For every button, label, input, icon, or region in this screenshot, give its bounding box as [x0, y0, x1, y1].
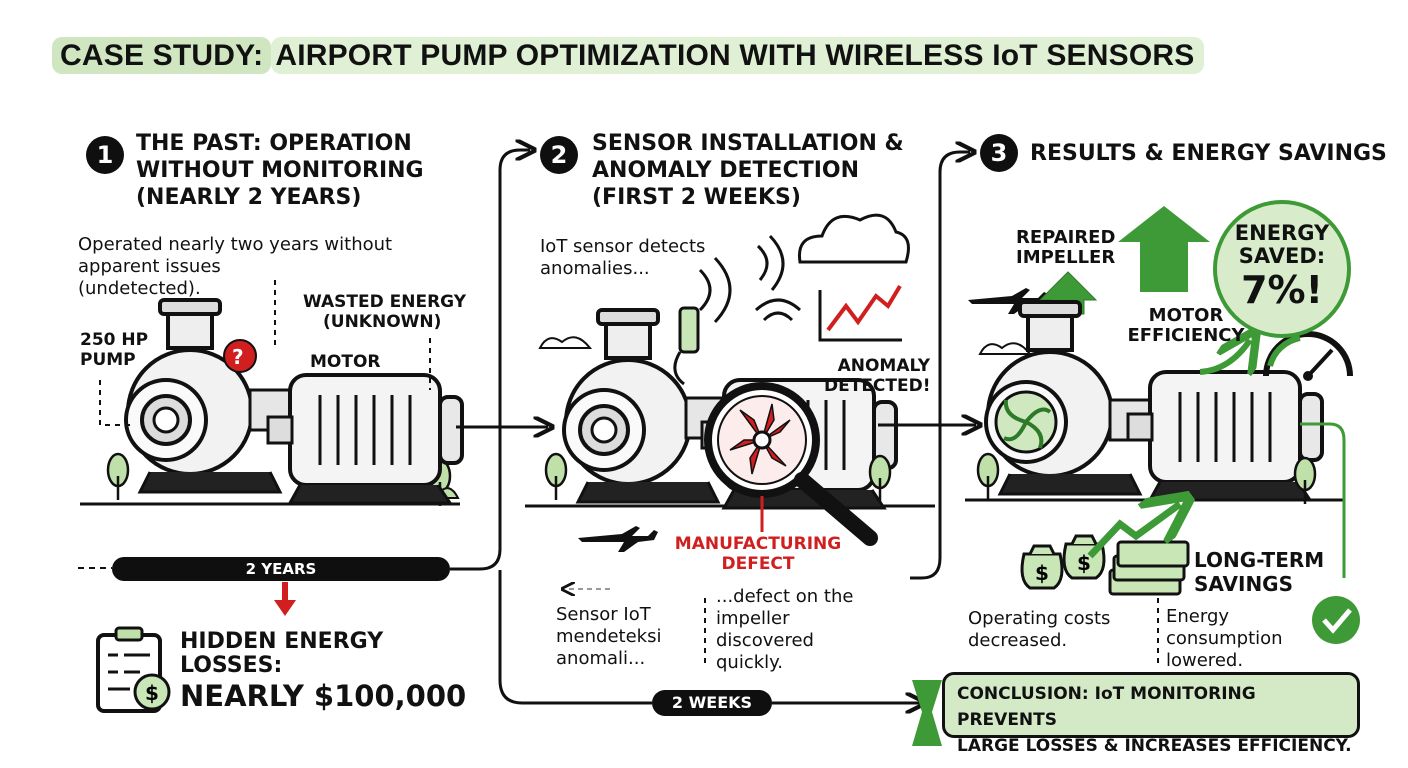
conclusion-box: CONCLUSION: IoT MONITORING PREVENTS LARG…	[942, 672, 1360, 756]
step-3-number: 3	[980, 134, 1018, 172]
repaired-impeller-label: REPAIRED IMPELLER	[1016, 227, 1116, 268]
anomaly-detected-label: ANOMALY DETECTED!	[824, 356, 931, 396]
step-2-description: IoT sensor detects anomalies...	[540, 236, 706, 279]
hidden-losses: HIDDEN ENERGY LOSSES: NEARLY $100,000	[180, 629, 467, 714]
energy-saved-value: 7%!	[1241, 268, 1323, 312]
losses-value: NEARLY $100,000	[180, 679, 467, 713]
svg-text:?: ?	[232, 345, 244, 369]
motor-label: MOTOR	[310, 352, 381, 372]
step-2-number: 2	[540, 136, 578, 174]
duration-2-years: 2 YEARS	[245, 560, 317, 578]
step-1-number: 1	[86, 136, 124, 174]
step-1-description: Operated nearly two years without appare…	[78, 234, 393, 299]
svg-text:$: $	[145, 681, 159, 705]
step-1-heading: THE PAST: OPERATION WITHOUT MONITORING (…	[136, 131, 424, 210]
step-2-heading: SENSOR INSTALLATION & ANOMALY DETECTION …	[592, 131, 904, 210]
motor-efficiency-label: MOTOR EFFICIENCY	[1127, 305, 1245, 346]
title-highlight: CASE STUDY:	[52, 37, 272, 74]
operating-costs-note: Operating costs decreased.	[968, 608, 1111, 651]
energy-consumption-note: Energy consumption lowered.	[1166, 606, 1283, 671]
step-3-heading: RESULTS & ENERGY SAVINGS	[1030, 141, 1387, 166]
energy-saved-badge: ENERGY SAVED: 7%!	[1213, 200, 1351, 338]
defect-note-right: ...defect on the impeller discovered qui…	[716, 586, 854, 673]
title-rest: AIRPORT PUMP OPTIMIZATION WITH WIRELESS …	[271, 37, 1205, 74]
wasted-energy-label: WASTED ENERGY (UNKNOWN)	[303, 292, 467, 332]
sensor-note-left: Sensor IoT mendeteksi anomali...	[556, 604, 662, 669]
page-title: CASE STUDY:AIRPORT PUMP OPTIMIZATION WIT…	[52, 34, 1205, 78]
manufacturing-defect-label: MANUFACTURING DEFECT	[674, 534, 842, 574]
duration-2-weeks: 2 WEEKS	[671, 693, 753, 712]
long-term-savings-label: LONG-TERM SAVINGS	[1194, 548, 1325, 596]
pump-label: 250 HP PUMP	[80, 330, 149, 370]
